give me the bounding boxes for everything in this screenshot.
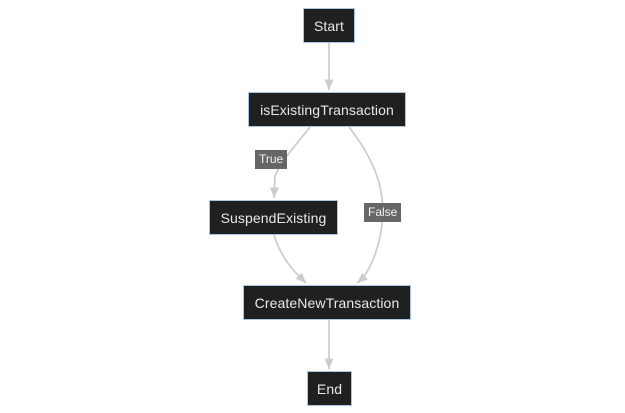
edge-label-false: False — [364, 203, 402, 222]
edge-isexistingtransaction-to-suspendexisting — [270, 126, 311, 199]
node-isexistingtransaction-label: isExistingTransaction — [260, 101, 394, 118]
edge-label-true-text: True — [259, 152, 284, 166]
edge-label-true: True — [255, 150, 288, 169]
node-createnewtransaction[interactable]: CreateNewTransaction — [243, 285, 411, 320]
edge-label-false-text: False — [368, 205, 398, 219]
node-start-label: Start — [313, 17, 345, 34]
edge-suspendexisting-to-createnewtransaction — [273, 234, 307, 284]
node-suspendexisting-label: SuspendExisting — [220, 209, 327, 226]
edge-isexistingtransaction-to-createnewtransaction — [348, 126, 384, 284]
node-suspendexisting[interactable]: SuspendExisting — [209, 200, 338, 235]
node-end[interactable]: End — [307, 371, 352, 406]
node-end-label: End — [316, 380, 343, 397]
node-start[interactable]: Start — [303, 8, 355, 43]
node-createnewtransaction-label: CreateNewTransaction — [254, 294, 400, 311]
node-isexistingtransaction[interactable]: isExistingTransaction — [248, 92, 406, 127]
